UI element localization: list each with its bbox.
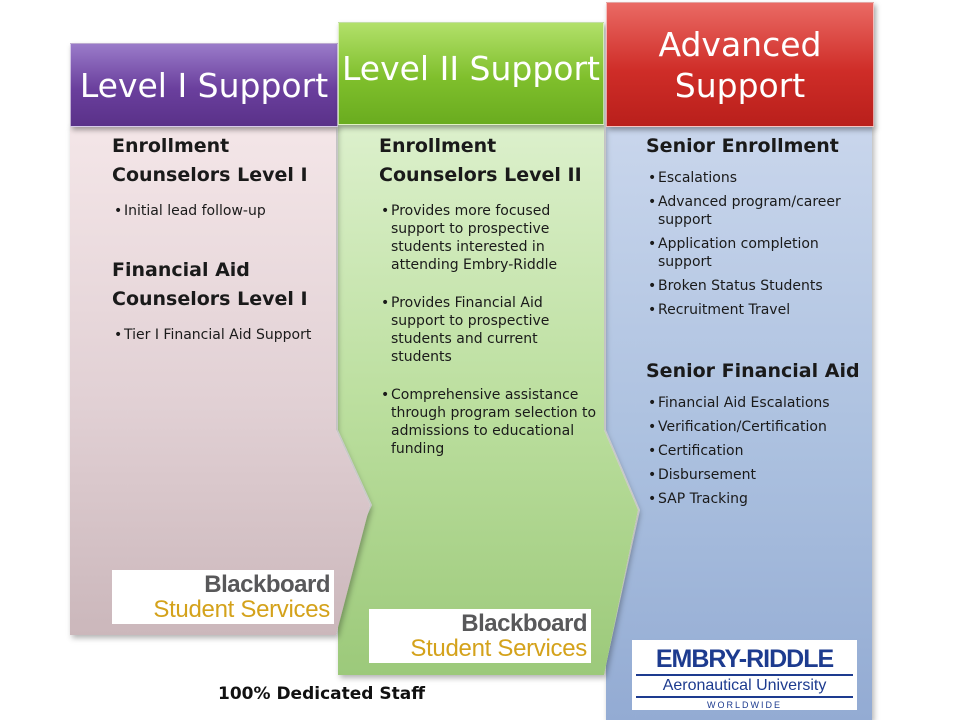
list-item: Recruitment Travel xyxy=(646,301,868,319)
advanced-header-label: Advanced Support xyxy=(658,24,822,105)
blackboard-logo-line1: Blackboard xyxy=(204,571,330,598)
list-item: Application completion support xyxy=(646,235,868,271)
level2-header-label: Level II Support xyxy=(341,49,600,88)
bullet-list: Tier I Financial Aid Support xyxy=(112,326,330,344)
footer-caption: 100% Dedicated Staff xyxy=(218,684,425,704)
logo-divider xyxy=(636,674,853,676)
embry-riddle-logo-line2: Aeronautical University xyxy=(662,677,827,694)
list-item: Tier I Financial Aid Support xyxy=(112,326,330,344)
blackboard-logo-line2: Student Services xyxy=(153,596,330,623)
embry-riddle-logo: EMBRY-RIDDLE Aeronautical University WOR… xyxy=(632,640,857,710)
section-title: Enrollment Counselors Level I xyxy=(112,135,308,186)
list-item: Financial Aid Escalations xyxy=(646,394,868,412)
list-item: Provides Financial Aid support to prospe… xyxy=(379,294,597,366)
level1-content: Enrollment Counselors Level I Initial le… xyxy=(112,132,330,344)
list-item: Escalations xyxy=(646,169,868,187)
section-title: Enrollment Counselors Level II xyxy=(379,135,582,186)
embry-riddle-logo-line1: EMBRY-RIDDLE xyxy=(655,645,834,673)
list-item: Verification/Certification xyxy=(646,418,868,436)
blackboard-logo-line1: Blackboard xyxy=(461,610,587,637)
list-item: SAP Tracking xyxy=(646,490,868,508)
list-item: Certification xyxy=(646,442,868,460)
list-item: Broken Status Students xyxy=(646,277,868,295)
advanced-content: Senior Enrollment Escalations Advanced p… xyxy=(646,132,868,508)
blackboard-logo: Blackboard Student Services xyxy=(112,570,334,624)
level2-header: Level II Support xyxy=(338,22,604,125)
bullet-list: Provides more focused support to prospec… xyxy=(379,202,597,458)
list-item: Advanced program/career support xyxy=(646,193,868,229)
bullet-list: Financial Aid Escalations Verification/C… xyxy=(646,394,868,508)
section-title: Senior Financial Aid xyxy=(646,360,860,382)
list-item: Initial lead follow-up xyxy=(112,202,330,220)
section-title: Senior Enrollment xyxy=(646,135,839,157)
level1-panel xyxy=(70,125,370,635)
blackboard-logo-line2: Student Services xyxy=(410,635,587,662)
advanced-header: Advanced Support xyxy=(606,2,874,127)
level1-header: Level I Support xyxy=(70,43,338,127)
level2-content: Enrollment Counselors Level II Provides … xyxy=(379,132,597,458)
level1-header-label: Level I Support xyxy=(79,65,329,105)
blackboard-logo: Blackboard Student Services xyxy=(369,609,591,663)
embry-riddle-logo-line3: WORLDWIDE xyxy=(707,700,782,710)
bullet-list: Initial lead follow-up xyxy=(112,202,330,220)
logo-divider xyxy=(636,696,853,698)
bullet-list: Escalations Advanced program/career supp… xyxy=(646,169,868,319)
list-item: Provides more focused support to prospec… xyxy=(379,202,597,274)
list-item: Comprehensive assistance through program… xyxy=(379,386,597,458)
section-title: Financial Aid Counselors Level I xyxy=(112,259,308,310)
list-item: Disbursement xyxy=(646,466,868,484)
